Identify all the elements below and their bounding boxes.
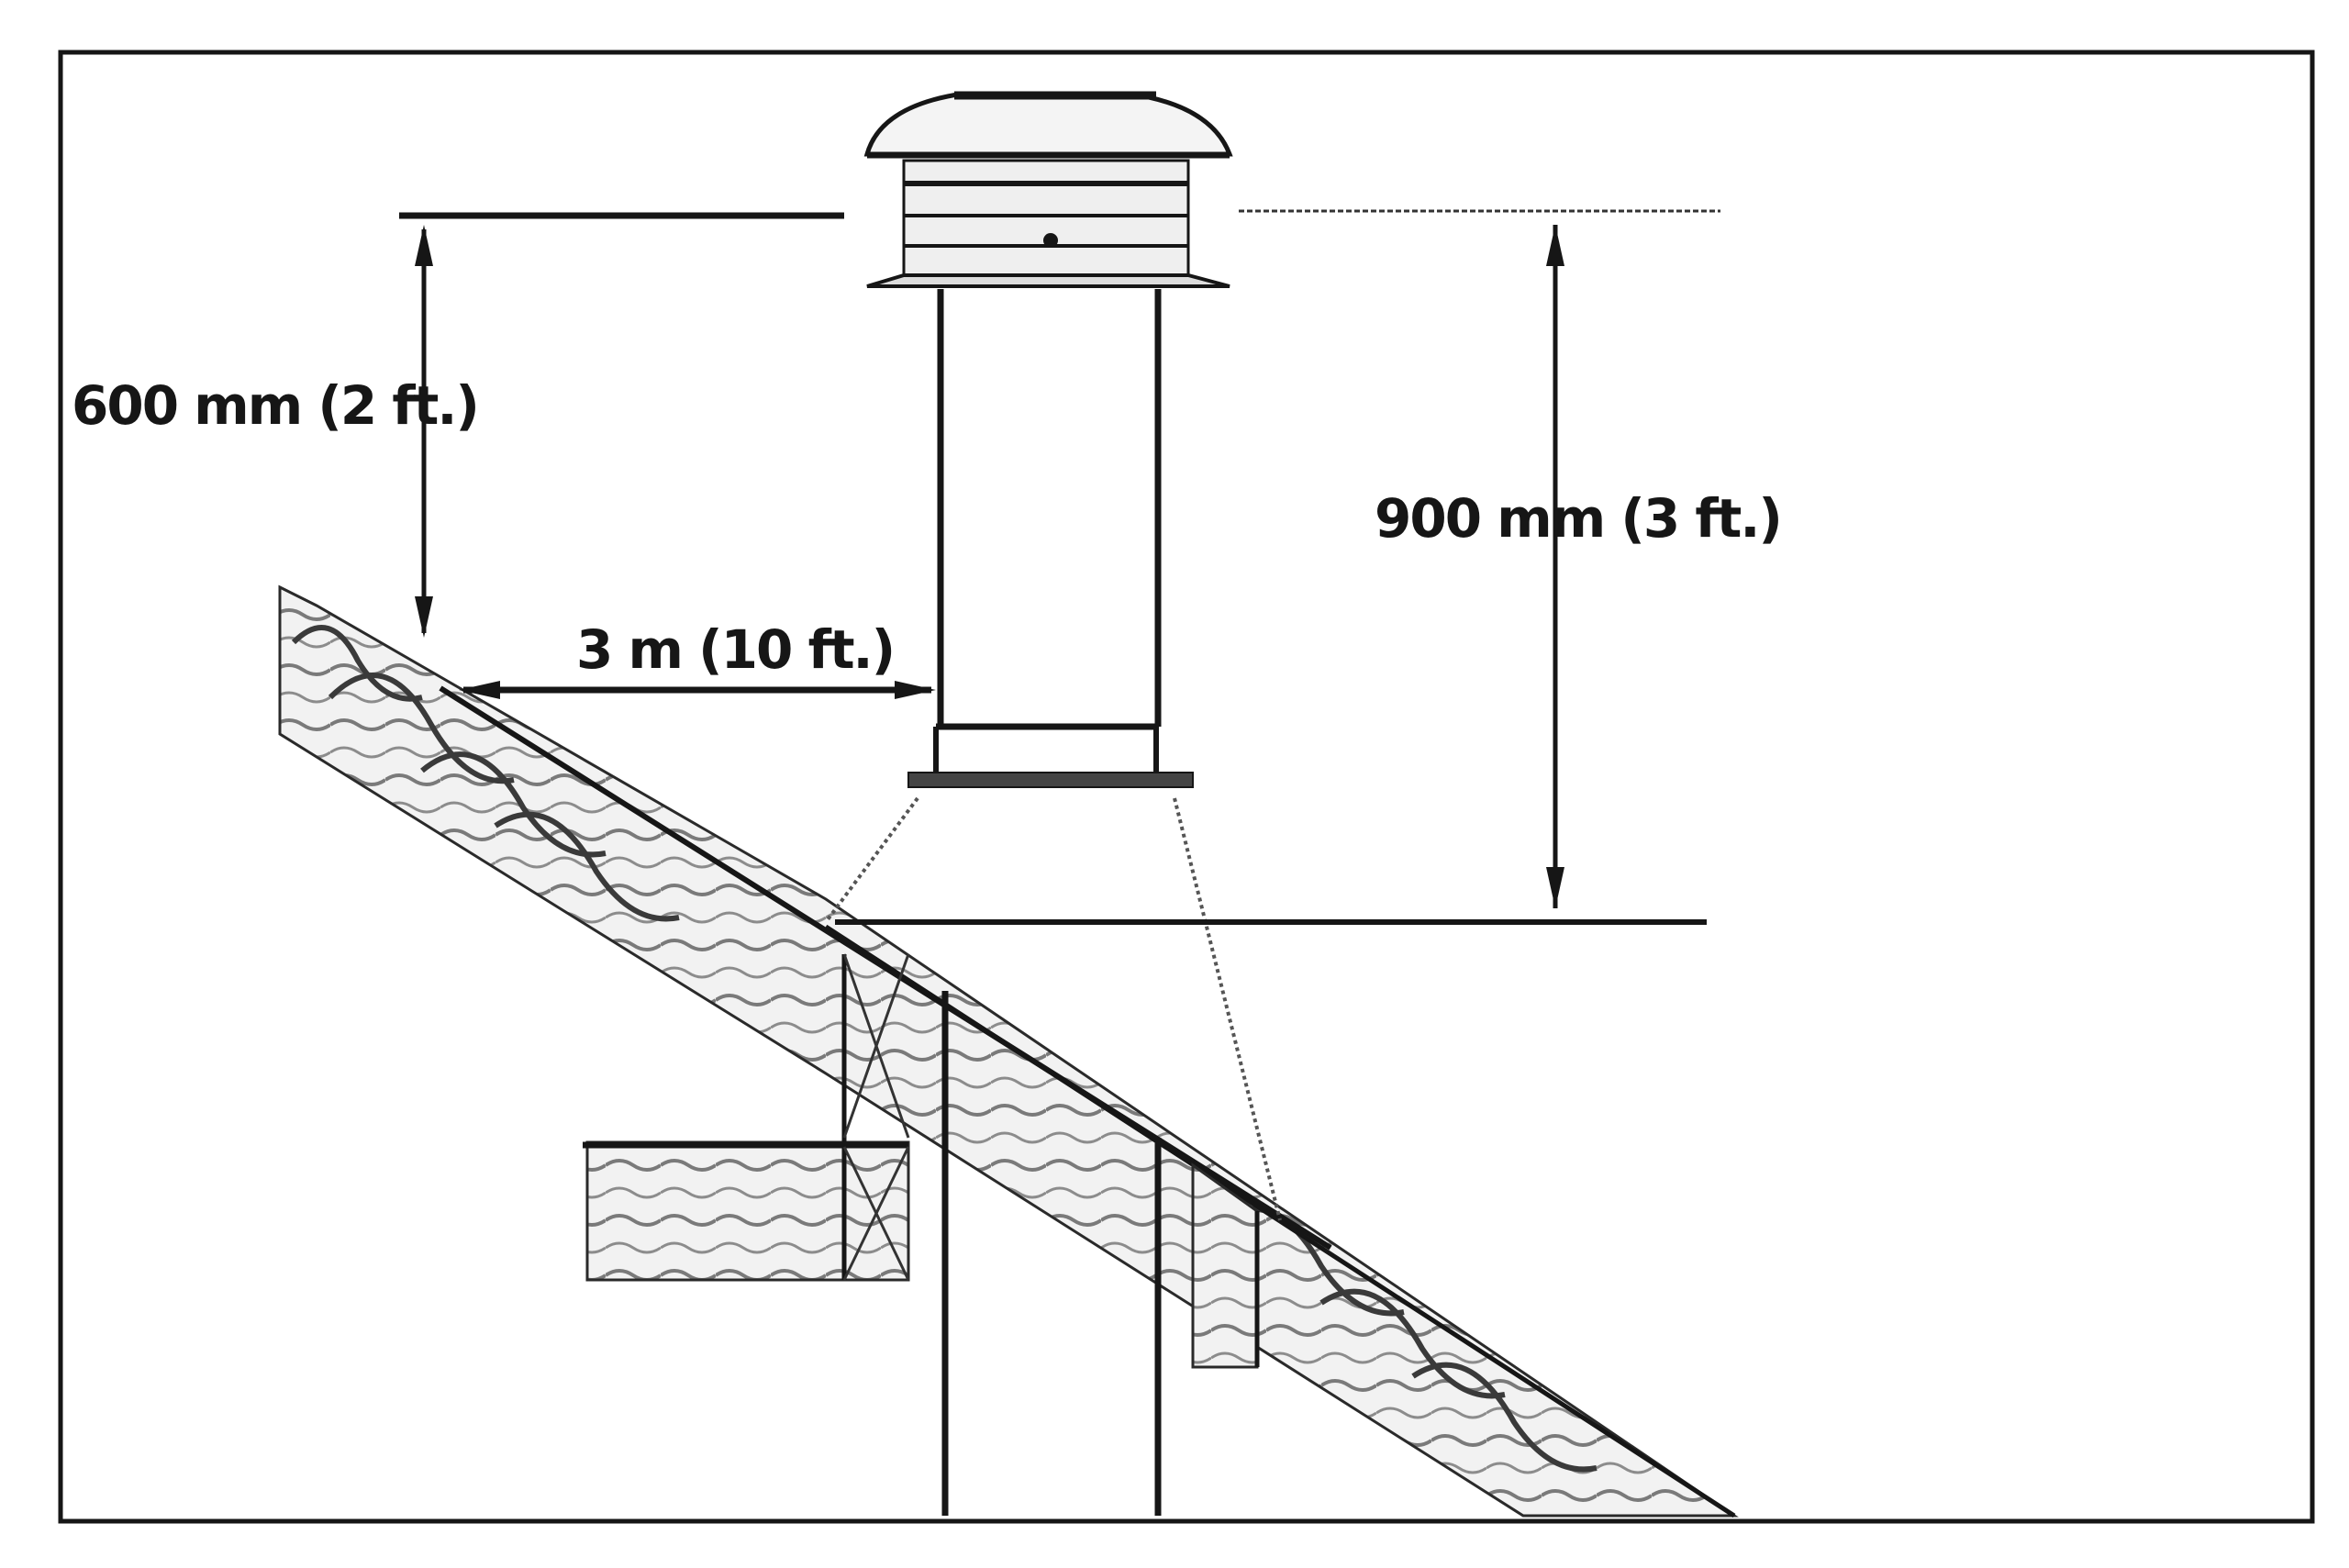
label-3m: 3 m (10 ft.)	[576, 618, 894, 681]
dimension-900mm	[1546, 225, 1564, 908]
chimney-stack	[937, 289, 1162, 727]
chimney-pipe	[941, 991, 1162, 1516]
ceiling-joist	[583, 953, 910, 1282]
roof-rafter	[278, 584, 1739, 1518]
label-900mm: 900 mm (3 ft.)	[1375, 487, 1781, 550]
label-600mm: 600 mm (2 ft.)	[72, 374, 478, 437]
storm-collar	[824, 723, 1282, 1221]
roof-line-lower	[824, 924, 1736, 1518]
chimney-cap	[863, 91, 1233, 288]
dimension-3m	[459, 681, 936, 699]
roof-blocking	[1191, 1162, 1260, 1369]
reference-lines	[399, 209, 1720, 925]
dimension-600mm	[415, 225, 433, 638]
